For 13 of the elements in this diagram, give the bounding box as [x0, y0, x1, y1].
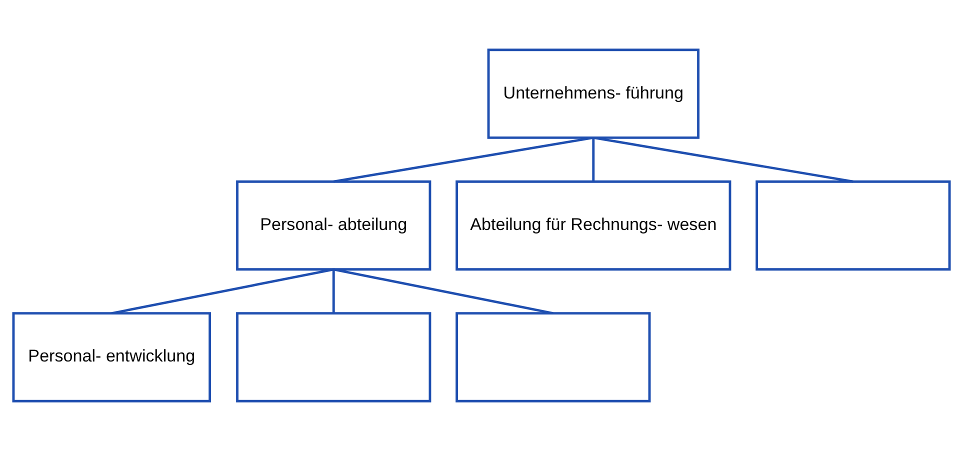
node-box: [236, 312, 432, 402]
node-box: [756, 180, 951, 271]
node-box: [456, 312, 651, 402]
node-box: Unternehmens- führung: [487, 48, 700, 139]
connector: [592, 138, 595, 182]
connector: [593, 136, 854, 183]
node-box: Abteilung für Rechnungs- wesen: [456, 180, 732, 271]
connector: [332, 269, 335, 314]
node-box: Personal- abteilung: [236, 180, 432, 271]
connector: [333, 268, 554, 314]
node-box: Personal- entwicklung: [12, 312, 212, 402]
connector: [333, 136, 594, 183]
connector: [111, 268, 334, 314]
